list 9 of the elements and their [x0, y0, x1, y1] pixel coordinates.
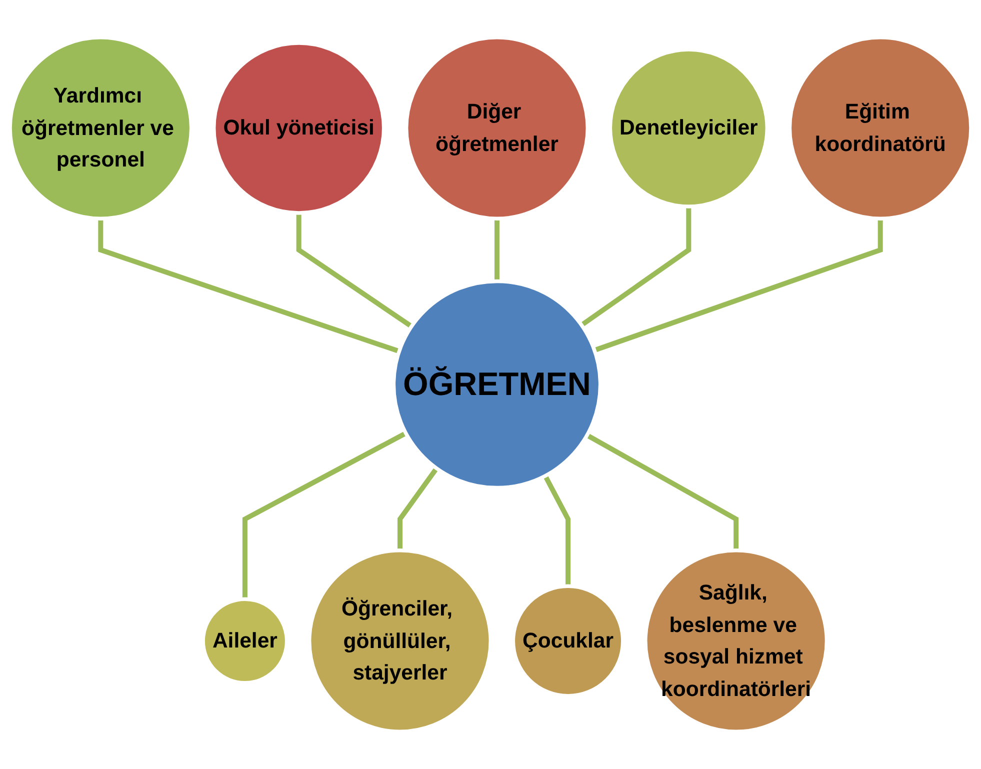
- connector: [242, 430, 408, 600]
- connector: [594, 218, 883, 353]
- connector: [98, 218, 400, 354]
- connector: [296, 213, 413, 329]
- connector: [543, 474, 571, 586]
- connector: [586, 433, 739, 550]
- connector: [494, 218, 500, 282]
- connector: [398, 466, 439, 550]
- connector: [580, 206, 692, 328]
